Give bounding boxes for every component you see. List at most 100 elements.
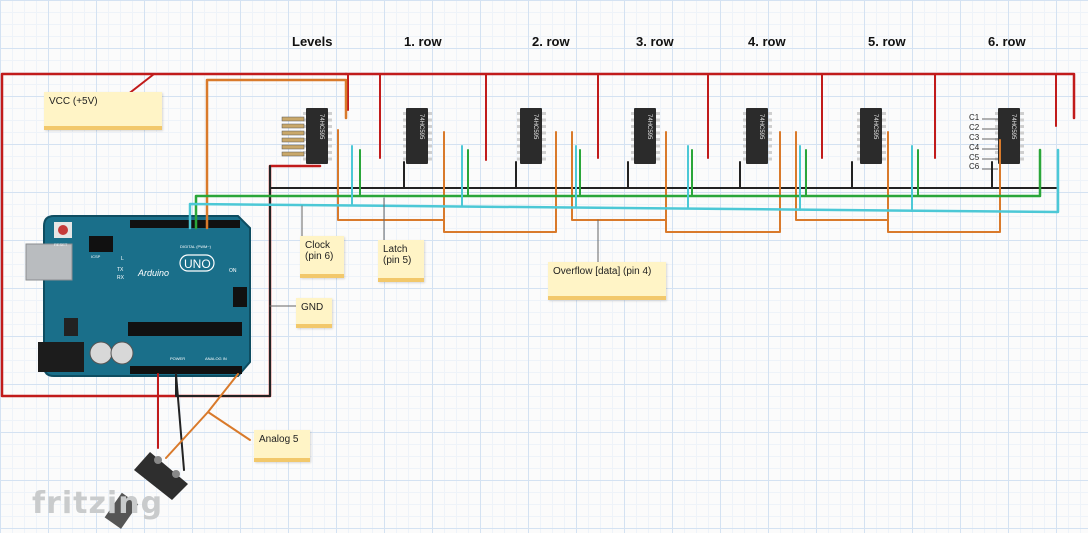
fritzing-watermark: fritzing — [32, 486, 164, 521]
chip-pin — [631, 151, 635, 154]
chip-body — [860, 108, 882, 164]
chip-pin — [1020, 118, 1024, 122]
chip-pin — [857, 125, 861, 128]
chip-pin — [428, 125, 432, 128]
header-levels: Levels — [292, 34, 333, 49]
chip-pin — [328, 151, 332, 154]
shift-register-2: 74HC595 — [517, 108, 546, 164]
latch-drops — [359, 149, 919, 197]
chip-pin — [1020, 125, 1024, 128]
chip-label: 74HC595 — [646, 114, 652, 140]
chip-pin — [857, 138, 861, 141]
resistor — [281, 151, 305, 157]
chip-pin — [328, 131, 332, 135]
note-vcc: VCC (+5V) — [44, 92, 162, 130]
chip-pin — [743, 157, 747, 161]
chip-label: 74HC595 — [532, 114, 538, 140]
latch-wire — [194, 148, 1042, 230]
chip-pin — [631, 125, 635, 128]
chip-pin — [517, 131, 521, 135]
chip-pin — [403, 131, 407, 135]
chip-pin — [743, 131, 747, 135]
chip-pin — [517, 151, 521, 154]
header-row-2: 2. row — [532, 34, 570, 49]
chip-pin — [517, 144, 521, 148]
header-row-3: 3. row — [636, 34, 674, 49]
chip-pin — [882, 157, 886, 161]
chip-pin — [303, 125, 307, 128]
chip-pin — [1020, 151, 1024, 154]
chip-pin — [328, 157, 332, 161]
usb-port — [25, 243, 73, 281]
level-resistors — [281, 116, 305, 157]
chip-pin — [768, 157, 772, 161]
chip-pin — [656, 151, 660, 154]
chip-pin — [768, 138, 772, 141]
chip-pin — [768, 125, 772, 128]
chip-pin — [303, 112, 307, 115]
chip-pin — [428, 157, 432, 161]
chip-pin — [882, 112, 886, 115]
chip-pin — [631, 138, 635, 141]
column-label-c4: C4 — [969, 143, 980, 152]
resistor — [281, 116, 305, 122]
chip-pin — [542, 112, 546, 115]
chip-pin — [631, 144, 635, 148]
chip-pin — [656, 125, 660, 128]
chip-pin — [882, 138, 886, 141]
data-wire — [205, 78, 348, 230]
chip-pin — [882, 151, 886, 154]
chip-pin — [303, 144, 307, 148]
resistor — [281, 137, 305, 143]
chip-pin — [428, 131, 432, 135]
column-label-c5: C5 — [969, 153, 980, 162]
chip-body — [306, 108, 328, 164]
resistor — [281, 130, 305, 136]
chip-pin — [428, 112, 432, 115]
chip-pin — [542, 138, 546, 141]
chip-pin — [882, 118, 886, 122]
chip-pin — [768, 144, 772, 148]
chip-pin — [428, 138, 432, 141]
power-label: POWER — [170, 356, 185, 361]
icsp-label: ICSP — [91, 254, 101, 259]
header-row-1: 1. row — [404, 34, 442, 49]
chip-pin — [656, 157, 660, 161]
chip-label: 74HC595 — [872, 114, 878, 140]
analog-in-label: ANALOG IN — [205, 356, 227, 361]
chip-pin — [743, 125, 747, 128]
chip-pin — [403, 151, 407, 154]
board-model: UNO — [184, 257, 211, 271]
header-row-6: 6. row — [988, 34, 1026, 49]
chip-pin — [328, 118, 332, 122]
vcc-bus-wire — [344, 72, 1076, 120]
chip-pin — [517, 118, 521, 122]
led-tx-label: TX — [117, 267, 124, 273]
chip-pin — [1020, 131, 1024, 135]
chip-pin — [857, 118, 861, 122]
chip-pin — [743, 151, 747, 154]
chip-pin — [303, 118, 307, 122]
chip-pin — [403, 125, 407, 128]
chip-pin — [303, 131, 307, 135]
chip-pin — [656, 118, 660, 122]
note-overflow: Overflow [data] (pin 4) — [548, 262, 666, 300]
chip-pin — [656, 131, 660, 135]
chip-pin — [768, 131, 772, 135]
chip-pin — [328, 112, 332, 115]
icsp-header — [89, 236, 113, 252]
chip-pin — [403, 112, 407, 115]
note-latch: Latch (pin 5) — [378, 240, 424, 282]
chip-pin — [1020, 138, 1024, 141]
chip-pin — [403, 157, 407, 161]
chip-pin — [542, 125, 546, 128]
chip-pin — [656, 138, 660, 141]
overflow-wires — [337, 129, 1001, 233]
gnd-drops — [403, 161, 993, 189]
chip-pin — [428, 151, 432, 154]
note-gnd: GND — [296, 298, 332, 328]
column-label-c2: C2 — [969, 123, 980, 132]
chip-pin — [656, 144, 660, 148]
chip-pin — [743, 138, 747, 141]
